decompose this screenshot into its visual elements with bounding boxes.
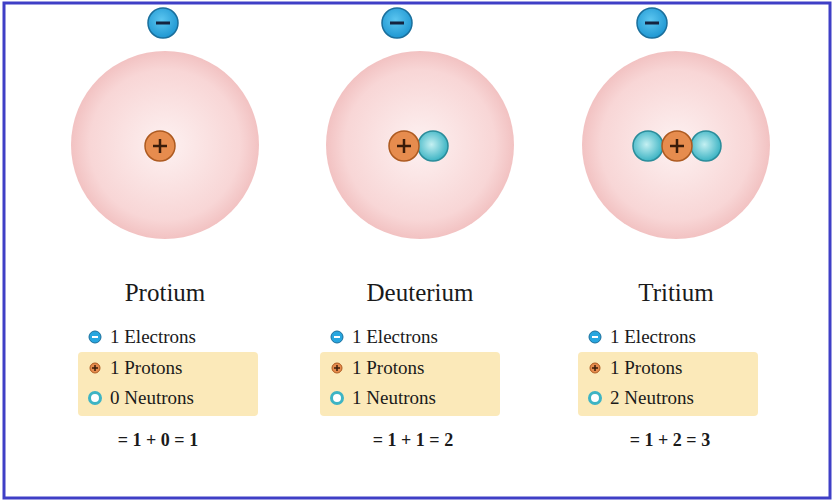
electron-symbol <box>148 8 178 38</box>
particle-count: 1 Electrons <box>110 325 196 349</box>
atom-shell <box>582 51 770 239</box>
minus-sign <box>390 22 404 25</box>
mass-number-sum: = 1 + 0 = 1 <box>118 428 198 452</box>
atom-shell <box>71 51 259 239</box>
particle-count: 1 Electrons <box>352 325 438 349</box>
electron-icon <box>589 331 601 343</box>
particle-count: 1 Protons <box>110 356 182 380</box>
minus-sign <box>334 336 340 338</box>
particle-icons <box>320 352 350 416</box>
neutron-icon <box>90 393 101 404</box>
mass-number-sum: = 1 + 1 = 2 <box>373 428 453 452</box>
proton-icon <box>332 363 342 373</box>
particle-count: 0 Neutrons <box>110 386 194 410</box>
proton-symbol <box>389 131 419 161</box>
particle-count: 1 Electrons <box>610 325 696 349</box>
neutron-icon <box>332 393 343 404</box>
minus-sign <box>156 22 170 25</box>
mass-number-sum: = 1 + 2 = 3 <box>630 428 710 452</box>
proton-icon <box>90 363 100 373</box>
particle-count: 2 Neutrons <box>610 386 694 410</box>
proton-symbol <box>662 131 692 161</box>
plus-sign <box>159 139 162 153</box>
plus-sign <box>94 365 96 371</box>
atom-shell <box>326 51 514 239</box>
electron-icon <box>89 331 101 343</box>
proton-icon <box>590 363 600 373</box>
neutron-symbol <box>691 131 721 161</box>
minus-sign <box>592 336 598 338</box>
isotope-name: Deuterium <box>367 278 474 308</box>
highlight-band: 1 Protons 1 Neutrons <box>320 352 500 416</box>
neutron-symbol <box>418 131 448 161</box>
plus-sign <box>336 365 338 371</box>
plus-sign <box>594 365 596 371</box>
minus-sign <box>645 22 659 25</box>
isotope-name: Protium <box>125 278 206 308</box>
plus-sign <box>403 139 406 153</box>
neutron-icon <box>590 393 601 404</box>
plus-sign <box>676 139 679 153</box>
particle-count: 1 Protons <box>610 356 682 380</box>
highlight-band: 1 Protons 0 Neutrons <box>78 352 258 416</box>
page-frame <box>4 3 830 498</box>
particle-icons <box>578 352 608 416</box>
proton-symbol <box>145 131 175 161</box>
highlight-band: 1 Protons 2 Neutrons <box>578 352 758 416</box>
electron-icon <box>331 331 343 343</box>
minus-sign <box>92 336 98 338</box>
neutron-symbol <box>633 131 663 161</box>
particle-count: 1 Protons <box>352 356 424 380</box>
isotope-name: Tritium <box>638 278 714 308</box>
electron-symbol <box>382 8 412 38</box>
electron-symbol <box>637 8 667 38</box>
particle-icons <box>78 352 108 416</box>
particle-count: 1 Neutrons <box>352 386 436 410</box>
